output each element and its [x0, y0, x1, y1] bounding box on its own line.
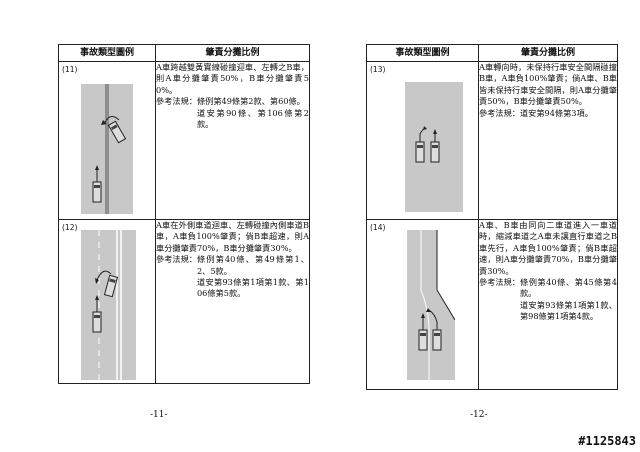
- page-number: -11-: [150, 410, 168, 420]
- road-diagram: [81, 84, 133, 214]
- description: A車、B車由同向二車道進入一車道時，縮減車道之A車未讓直行車道之B車先行，A車負…: [479, 220, 617, 276]
- page-number: -12-: [470, 410, 488, 420]
- ratio-cell: A車在外側車道迴車、左轉碰撞內側車道B車，A車負100%肇責；倘B車超速，則A車…: [155, 219, 310, 384]
- case-number: (13): [370, 65, 386, 74]
- ref-label: 參考法規：: [479, 107, 520, 118]
- road-diagram: [81, 230, 136, 380]
- diagram-cell: (12): [58, 219, 156, 384]
- case-number: (11): [62, 65, 78, 74]
- diagram-cell: (11): [58, 61, 156, 220]
- diagram-cell: (13): [366, 61, 479, 220]
- ref-label: 參考法規：: [479, 277, 520, 288]
- case-number: (14): [370, 223, 386, 232]
- ratio-cell: A車跨越雙黃實線碰撞迎車、左轉之B車，則A車分攤肇責50%，B車分攤肇責50%。…: [155, 61, 310, 220]
- description: A車在外側車道迴車、左轉碰撞內側車道B車，A車負100%肇責；倘B車超速，則A車…: [156, 220, 309, 253]
- header-ratio: 肇責分攤比例: [478, 44, 618, 62]
- left-table: 事故類型圖例 肇責分攤比例 (11): [58, 44, 310, 384]
- ref-label: 參考法規：: [156, 96, 197, 107]
- description: A車跨越雙黃實線碰撞迎車、左轉之B車，則A車分攤肇責50%，B車分攤肇責50%。: [156, 62, 309, 95]
- ref-item: 道安第93條第1項第1款、第98條第1項第4款。: [519, 299, 617, 322]
- right-table: 事故類型圖例 肇責分攤比例 (13) A車轉向時，未保持行車: [366, 44, 618, 390]
- left-page: 事故類型圖例 肇責分攤比例 (11): [58, 44, 310, 384]
- ratio-cell: A車轉向時，未保持行車安全間隔碰撞B車，A車負100%肇責；倘A車、B車皆未保持…: [478, 61, 618, 220]
- case-number: (12): [62, 223, 78, 232]
- header-ratio: 肇責分攤比例: [155, 44, 310, 62]
- ref-item: 條例第40條、第45條第4款。: [519, 277, 617, 299]
- ref-item: 道安第90條、第106條第2款。: [196, 107, 309, 130]
- ref-item: 條例第40條、第49條第1、2、5款。: [196, 254, 309, 276]
- header-diagram: 事故類型圖例: [58, 44, 156, 62]
- ref-item: 條例第49條第2款、第60條。: [196, 96, 305, 107]
- right-page: 事故類型圖例 肇責分攤比例 (13) A車轉向時，未保持行車: [366, 44, 618, 390]
- ref-item: 道安第94條第3項。: [519, 107, 593, 118]
- diagram-cell: (14): [366, 219, 479, 390]
- road-diagram: [405, 82, 463, 212]
- ratio-cell: A車、B車由同向二車道進入一車道時，縮減車道之A車未讓直行車道之B車先行，A車負…: [478, 219, 618, 390]
- road-diagram: [407, 230, 455, 380]
- ref-label: 參考法規：: [156, 254, 197, 265]
- ref-item: 道安第93條第1項第1款、第106條第5款。: [196, 277, 309, 299]
- description: A車轉向時，未保持行車安全間隔碰撞B車，A車負100%肇責；倘A車、B車皆未保持…: [479, 62, 617, 107]
- header-diagram: 事故類型圖例: [366, 44, 479, 62]
- document-id-stamp: #1125843: [578, 434, 636, 448]
